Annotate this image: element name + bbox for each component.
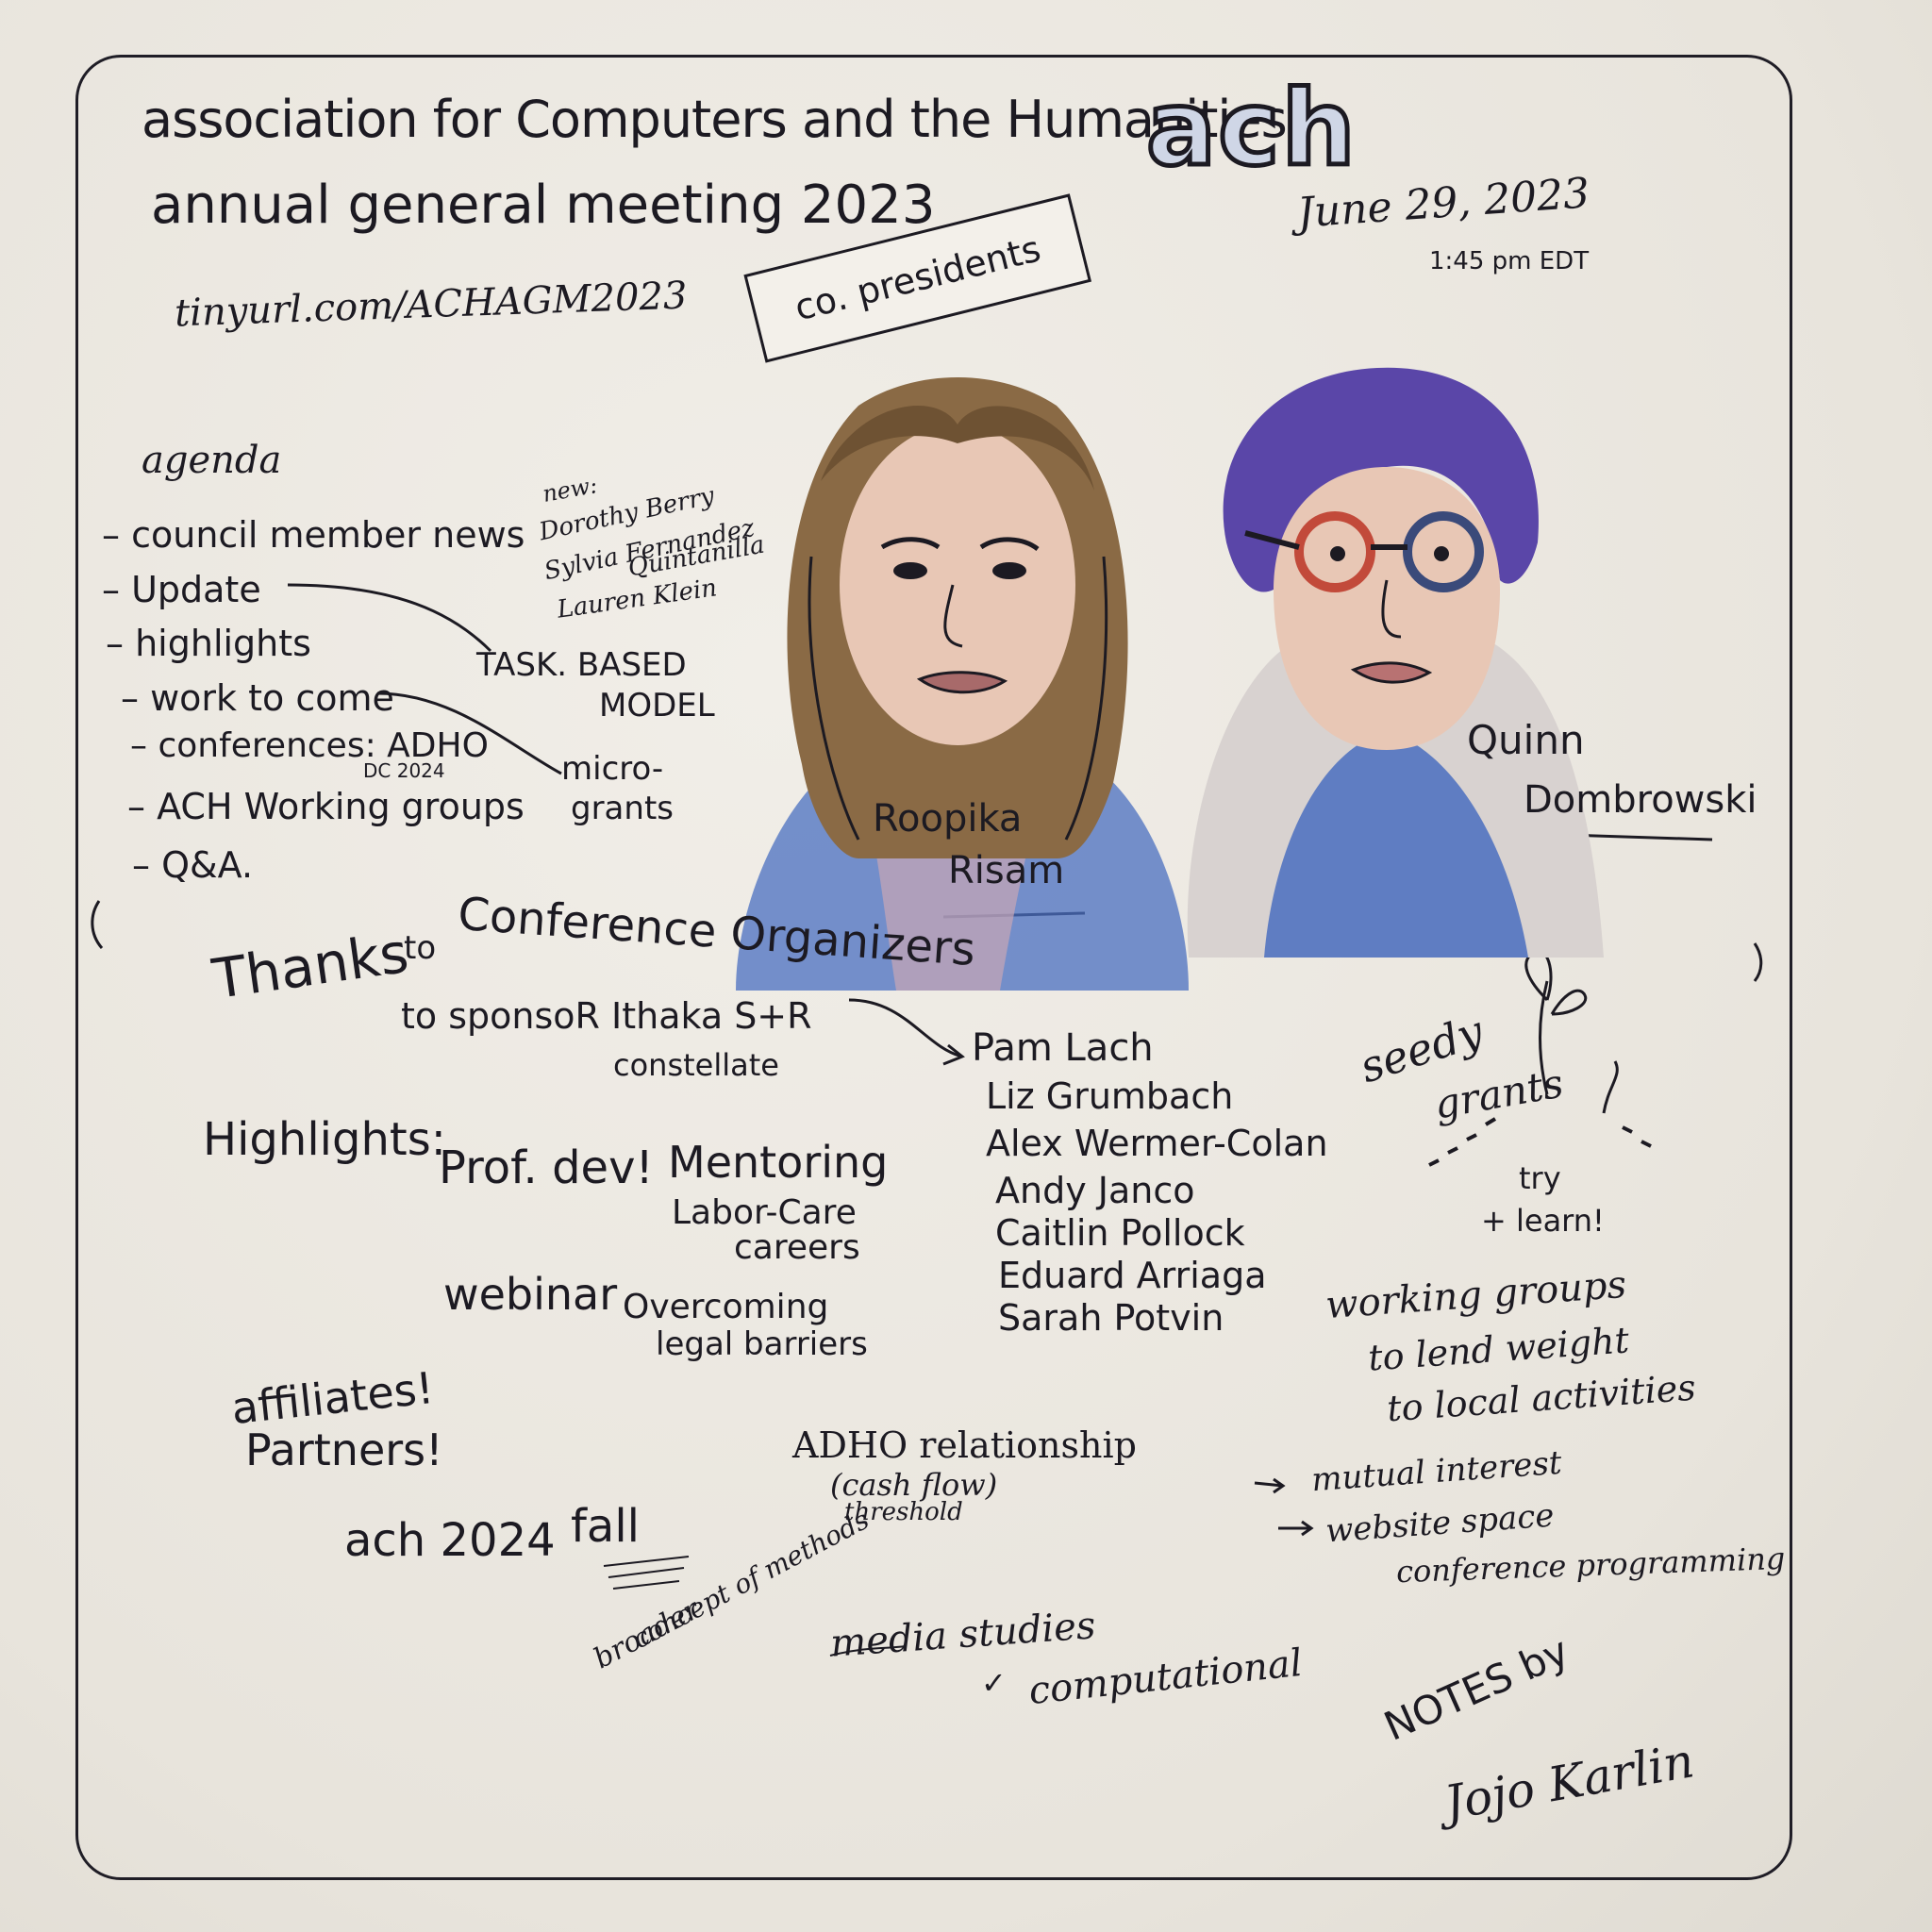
president-right-last: Dombrowski — [1524, 778, 1757, 822]
highlight-webinar: webinar — [443, 1269, 618, 1320]
president-left-last: Risam — [948, 849, 1065, 892]
meeting-time: 1:45 pm EDT — [1429, 247, 1590, 275]
highlight-mentoring: Mentoring — [668, 1137, 889, 1188]
model-label: MODEL — [599, 687, 715, 724]
org-name: association for Computers and the Humani… — [142, 90, 1288, 149]
affiliates-line2: Partners! — [245, 1424, 443, 1475]
drawing-frame — [75, 55, 1792, 1880]
ach-logo: ach — [1144, 66, 1358, 192]
organizer-name: Sarah Potvin — [998, 1297, 1224, 1339]
adho-line1: ADHO relationship — [792, 1424, 1137, 1466]
sponsor-line: to sponsoR Ithaka S+R — [401, 995, 812, 1037]
president-right-first: Quinn — [1467, 717, 1585, 763]
highlight-legal: legal barriers — [656, 1325, 868, 1363]
portrait-quinn — [1187, 367, 1604, 958]
organizer-name: Andy Janco — [995, 1170, 1195, 1211]
ach-2024-text: ach 2024 — [344, 1514, 556, 1567]
agenda-item: highlights — [106, 623, 311, 664]
seedy-learn: + learn! — [1481, 1203, 1605, 1239]
agenda-item: work to come — [121, 677, 394, 719]
conference-note: DC 2024 — [363, 759, 445, 782]
agenda-item: Update — [102, 569, 261, 610]
task-based-label: TASK. BASED — [476, 646, 687, 684]
highlight-prof-dev: Prof. dev! — [439, 1141, 654, 1194]
meeting-title: annual general meeting 2023 — [151, 175, 936, 236]
highlight-overcoming: Overcoming — [623, 1288, 829, 1326]
organizer-name: Alex Wermer-Colan — [986, 1123, 1328, 1164]
organizer-name: Pam Lach — [972, 1026, 1154, 1070]
agenda-heading: agenda — [142, 439, 282, 482]
adho-line2: (cash flow) — [830, 1467, 998, 1503]
ach-2024-fall: fall — [571, 1500, 640, 1553]
highlight-careers: careers — [734, 1228, 860, 1267]
agenda-item: conferences: ADHO — [130, 726, 488, 765]
president-left-first: Roopika — [873, 797, 1023, 841]
portrait-roopika — [736, 377, 1189, 991]
highlights-heading: Highlights: — [203, 1113, 446, 1166]
adho-line3: threshold — [844, 1498, 963, 1526]
organizer-name: Caitlin Pollock — [995, 1212, 1245, 1254]
organizer-name: Liz Grumbach — [986, 1075, 1234, 1117]
agenda-item: Q&A. — [132, 844, 253, 886]
media-check: ✓ — [981, 1665, 1007, 1701]
agenda-item: council member news — [102, 514, 525, 556]
thanks-to: to — [404, 929, 437, 967]
agenda-item: ACH Working groups — [127, 786, 525, 827]
sponsor-constellate: constellate — [613, 1047, 779, 1083]
seedy-try: try — [1519, 1160, 1561, 1196]
organizer-name: Eduard Arriaga — [998, 1255, 1267, 1296]
grants-label: grants — [571, 790, 674, 827]
micro-label: micro- — [561, 750, 664, 788]
highlight-labor-care: Labor-Care — [672, 1193, 857, 1232]
